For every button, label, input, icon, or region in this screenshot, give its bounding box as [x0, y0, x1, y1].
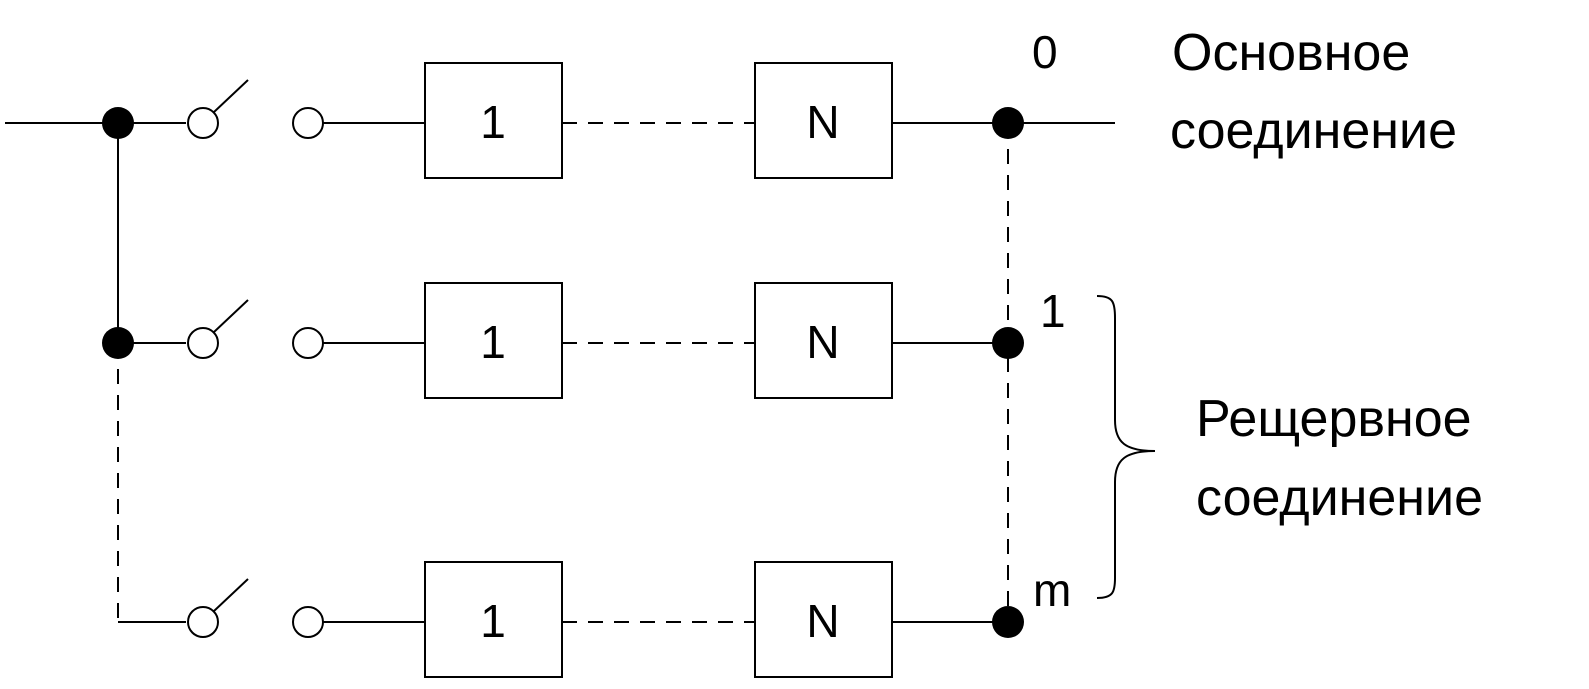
reservem-switch-blade: [213, 578, 249, 612]
reservem-output-node: [992, 606, 1024, 638]
reserve1-element-1-label: 1: [480, 316, 506, 368]
reserve-chain-m: 1 N: [118, 561, 1008, 678]
index-reserve-last: m: [1033, 564, 1071, 616]
reservem-element-1-box: [424, 561, 563, 678]
reserve-chain-1: 1 N: [102, 282, 1008, 399]
reservem-element-1-label: 1: [480, 595, 506, 647]
main-junction-node: [102, 107, 134, 139]
reserve-brace: [1096, 295, 1156, 599]
reservem-element-n-label: N: [806, 595, 839, 647]
index-reserve-first: 1: [1040, 285, 1066, 337]
reserve1-switch-contact-right: [292, 327, 324, 359]
main-connection-label-line2: соединение: [1170, 102, 1457, 160]
main-connection-label-line1: Основное: [1172, 24, 1410, 82]
main-switch-contact-right: [292, 107, 324, 139]
main-output-node: [992, 107, 1024, 139]
reserve1-element-1-box: [424, 282, 563, 399]
main-chain: 1 N: [102, 62, 1115, 179]
reserve-connection-label-line2: соединение: [1196, 469, 1483, 527]
main-element-n-label: N: [806, 96, 839, 148]
main-element-1-box: [424, 62, 563, 179]
reserve1-switch-blade: [213, 299, 249, 333]
main-element-n-box: [754, 62, 893, 179]
main-switch-blade: [213, 79, 249, 113]
reserve1-switch-contact-left: [187, 327, 219, 359]
main-element-1-label: 1: [480, 96, 506, 148]
reserve1-junction-node: [102, 327, 134, 359]
reservem-switch-contact-left: [187, 606, 219, 638]
reserve-connection-label-line1: Рещервное: [1196, 390, 1472, 448]
reserve1-element-n-label: N: [806, 316, 839, 368]
main-switch-contact-left: [187, 107, 219, 139]
index-main: 0: [1032, 26, 1058, 78]
reservem-switch-contact-right: [292, 606, 324, 638]
reserve1-element-n-box: [754, 282, 893, 399]
reservem-element-n-box: [754, 561, 893, 678]
reserve1-output-node: [992, 327, 1024, 359]
